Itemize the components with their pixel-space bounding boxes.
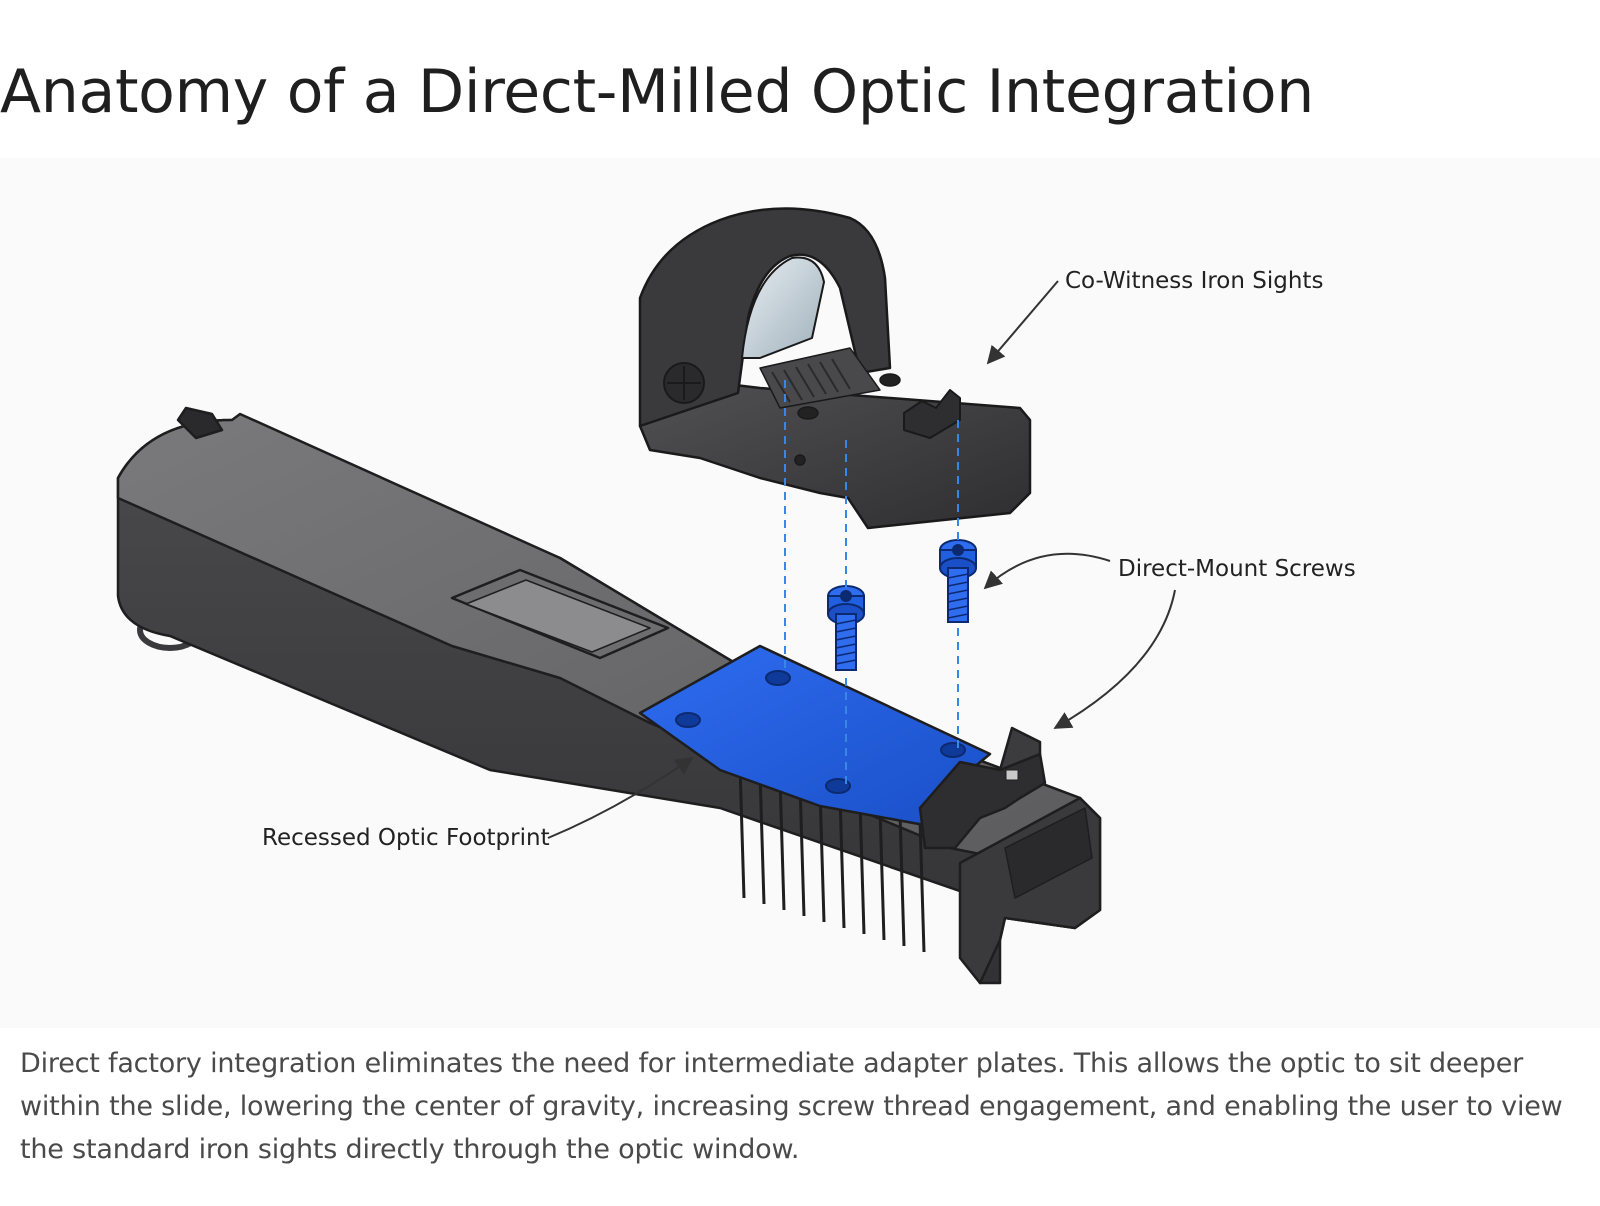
optic-hood [638, 207, 892, 428]
footprint-screw-hole [940, 742, 966, 758]
optic-screw-hole [797, 406, 819, 420]
rear-serrations [738, 765, 926, 953]
diagram-canvas: Co-Witness Iron Sights Direct-Mount Scre… [0, 158, 1600, 1028]
red-dot-optic [638, 207, 1032, 530]
optic-screw-hole [879, 373, 901, 387]
callout-label-footprint: Recessed Optic Footprint [262, 825, 550, 851]
footprint-screw-hole [675, 712, 701, 728]
footprint-screw-hole [825, 778, 851, 794]
optic-rear-notch [903, 389, 961, 439]
callout-arrow [1053, 589, 1176, 729]
callout-label-co-witness: Co-Witness Iron Sights [1065, 268, 1323, 294]
diagram-caption: Direct factory integration eliminates th… [20, 1048, 1563, 1165]
alignment-guides [784, 380, 959, 786]
callout-arrow [547, 756, 694, 839]
callout-co-witness: Co-Witness Iron Sights [986, 268, 1323, 365]
screw-right [939, 539, 977, 623]
callout-screws: Direct-Mount Screws [983, 552, 1356, 729]
rear-iron-sight [918, 726, 1047, 850]
footprint-screw-hole [765, 670, 791, 686]
callout-label-screws: Direct-Mount Screws [1118, 556, 1356, 582]
ejection-port-inner [465, 579, 651, 653]
optic-lens [741, 256, 825, 359]
exploded-diagram: Co-Witness Iron Sights Direct-Mount Scre… [0, 158, 1600, 1028]
callout-arrow [983, 552, 1111, 590]
callout-arrow [986, 280, 1059, 365]
front-sight [176, 406, 224, 440]
page-title: Anatomy of a Direct-Milled Optic Integra… [0, 57, 1314, 127]
optic-deck-ridges [771, 358, 851, 403]
screw-left [827, 585, 865, 671]
rear-plate [1004, 807, 1093, 899]
optic-deck [759, 347, 881, 409]
callout-footprint: Recessed Optic Footprint [262, 756, 694, 851]
